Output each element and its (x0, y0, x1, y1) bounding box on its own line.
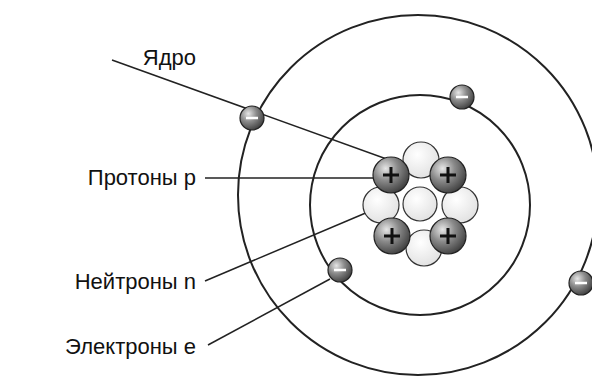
leader-line (205, 177, 380, 179)
inner-orbit (310, 95, 530, 315)
neutron (403, 187, 437, 221)
proton (430, 218, 466, 254)
proton (373, 157, 409, 193)
plus-symbols (383, 167, 456, 244)
part-label: Ядро (143, 45, 196, 71)
outer-orbit (238, 15, 592, 375)
leader-line (112, 60, 406, 166)
electron (569, 271, 592, 295)
proton (430, 157, 466, 193)
part-label: Нейтроны n (75, 269, 196, 295)
part-label: Протоны p (88, 165, 196, 191)
electron (328, 258, 352, 282)
proton (374, 218, 410, 254)
minus-symbols (246, 97, 587, 283)
electron (450, 85, 474, 109)
leader-line (208, 279, 330, 345)
leader-line (205, 212, 368, 281)
part-label: Электроны e (65, 334, 196, 360)
electron (240, 106, 264, 130)
